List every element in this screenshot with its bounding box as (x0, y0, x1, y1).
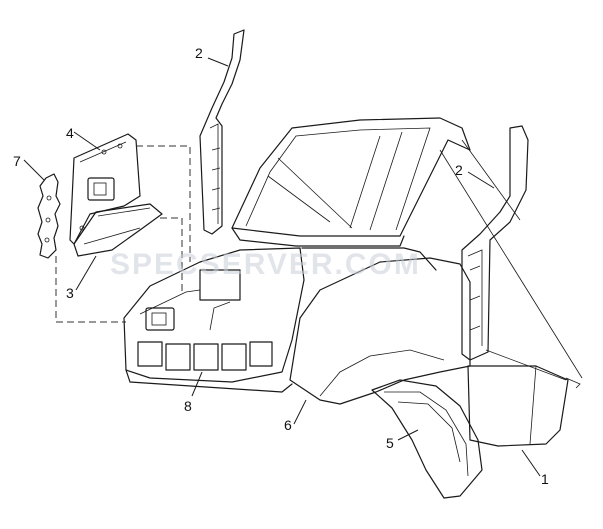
callout-7: 7 (13, 153, 21, 169)
callout-8: 8 (184, 398, 192, 414)
cab-frame (231, 117, 471, 247)
dashed-guides (55, 145, 191, 323)
callout-1: 1 (541, 471, 549, 487)
part-4-inner-panel (69, 133, 141, 245)
callout-2-upper: 2 (195, 45, 203, 61)
cab-side-braces (439, 139, 583, 381)
part-2-pillar-right (461, 125, 529, 361)
callout-4: 4 (66, 125, 74, 141)
part-6-fender (289, 247, 471, 405)
watermark-text: SPECSERVER.COM (110, 248, 421, 281)
part-3-tray (73, 203, 163, 257)
part-8-front-end (123, 247, 305, 393)
callout-6: 6 (284, 417, 292, 433)
part-1-side-box (467, 365, 581, 447)
part-7-bracket (37, 173, 61, 259)
callout-2-right: 2 (455, 162, 463, 178)
callout-3: 3 (66, 285, 74, 301)
leader-lines (23, 57, 541, 477)
part-2-pillar-upper (199, 29, 245, 235)
callout-5: 5 (386, 435, 394, 451)
